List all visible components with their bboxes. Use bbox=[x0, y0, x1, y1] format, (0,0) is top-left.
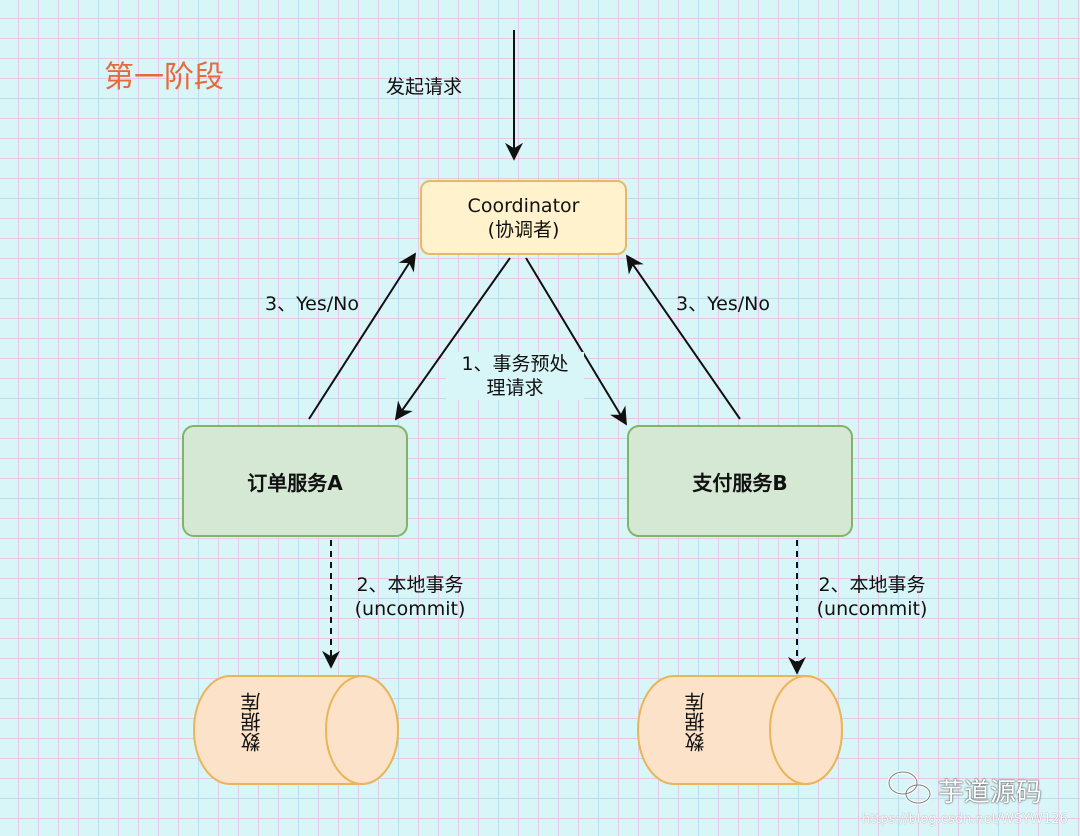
vote-label-a: 3、Yes/No bbox=[265, 293, 359, 315]
vote-arrow-b bbox=[625, 254, 741, 420]
coordinator-subtitle: (协调者) bbox=[487, 218, 560, 241]
payment-service-label: 支付服务B bbox=[692, 470, 788, 495]
order-service-node[interactable]: 订单服务A bbox=[182, 425, 408, 537]
vote-label-b: 3、Yes/No bbox=[676, 293, 770, 315]
local-tx-label-b-line2: (uncommit) bbox=[816, 598, 928, 620]
initiate-request-label: 发起请求 bbox=[386, 76, 463, 98]
payment-service-node[interactable]: 支付服务B bbox=[627, 425, 853, 537]
database-b-label: 数据库 bbox=[684, 692, 708, 752]
prepare-label-line1: 1、事务预处 bbox=[461, 353, 569, 375]
stage-title: 第一阶段 bbox=[104, 60, 224, 95]
local-tx-label-b-line1: 2、本地事务 bbox=[818, 574, 926, 596]
database-a-shape bbox=[193, 675, 399, 785]
local-tx-label-a: 2、本地事务 (uncommit) bbox=[340, 573, 480, 621]
coordinator-name: Coordinator bbox=[467, 194, 580, 217]
prepare-label-line2: 理请求 bbox=[486, 377, 544, 399]
wechat-logo-icon bbox=[887, 770, 932, 805]
coordinator-node[interactable]: Coordinator (协调者) bbox=[420, 180, 627, 255]
local-tx-label-a-line1: 2、本地事务 bbox=[356, 574, 464, 596]
vote-arrow-a bbox=[308, 252, 416, 420]
prepare-arrow-a bbox=[394, 257, 511, 421]
watermark-name: 芋道源码 bbox=[938, 778, 1043, 808]
prepare-label: 1、事务预处 理请求 bbox=[446, 352, 584, 400]
database-a-label: 数据库 bbox=[240, 692, 264, 752]
local-tx-label-b: 2、本地事务 (uncommit) bbox=[802, 573, 942, 621]
prepare-arrow-b bbox=[525, 257, 627, 426]
watermark-url: https://blog.csdn.net/WSYW126 bbox=[862, 812, 1068, 827]
order-service-label: 订单服务A bbox=[247, 470, 343, 495]
local-tx-label-a-line2: (uncommit) bbox=[354, 598, 466, 620]
database-b-shape bbox=[637, 675, 843, 785]
